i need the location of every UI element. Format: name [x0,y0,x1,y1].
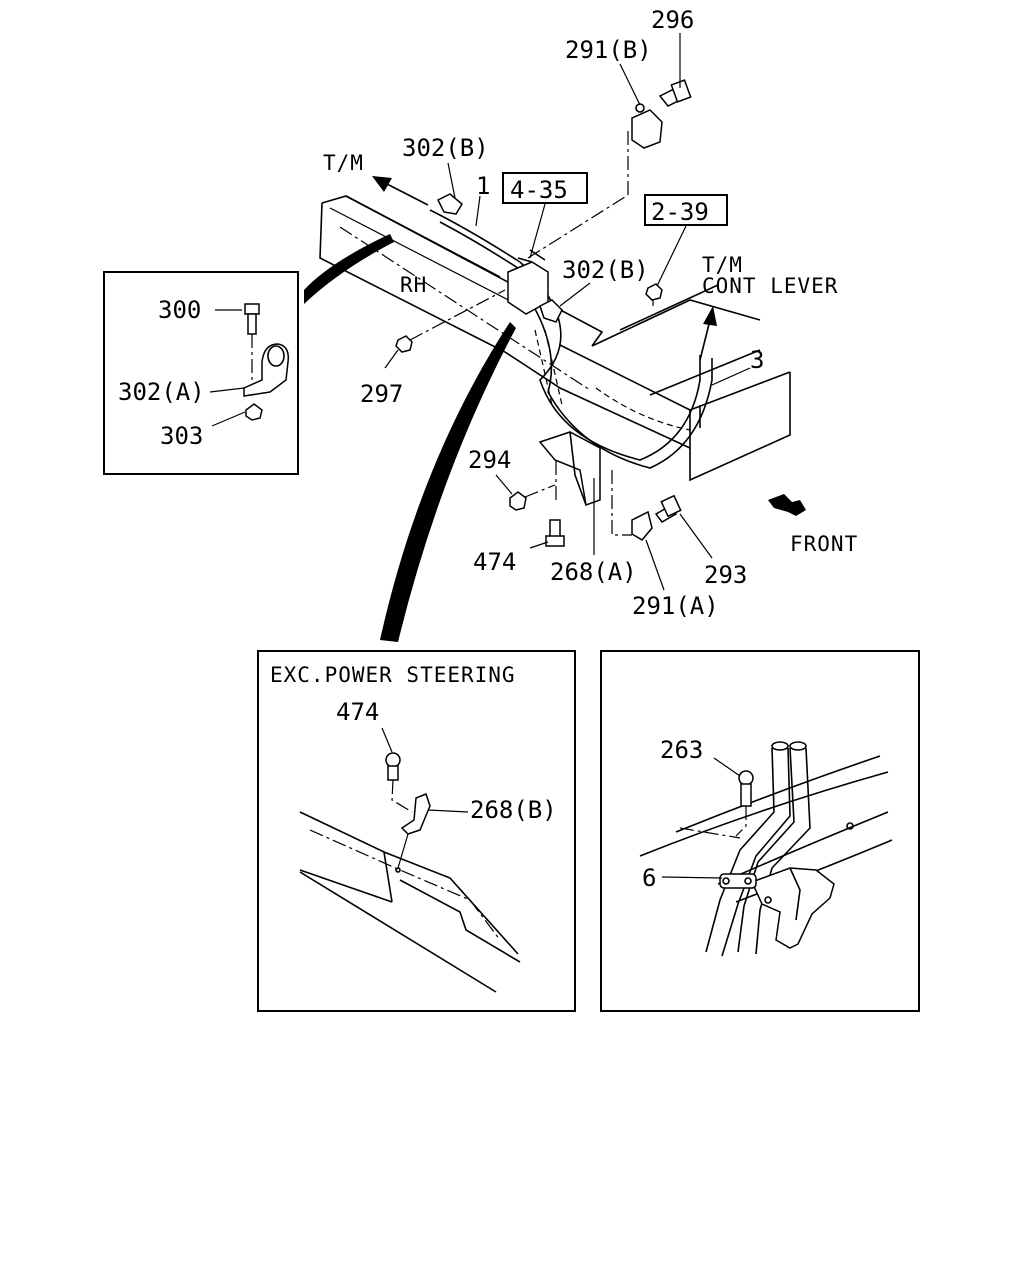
nut-2-39 [645,283,663,301]
callout-3: 3 [750,346,764,374]
bolt-474-inset [385,752,401,781]
label-tm-cont-1: T/M [702,253,743,277]
callout-6: 6 [642,864,656,892]
cable-bracket [507,249,549,315]
callout-302a: 302(A) [118,378,205,406]
label-rh: RH [400,273,427,297]
callout-291b: 291(B) [565,36,652,64]
callout-302b-top: 302(B) [402,134,489,162]
front-arrow [768,494,806,516]
nut-303 [245,403,263,421]
callout-291a: 291(A) [632,592,719,620]
callout-1: 1 [476,172,490,200]
bolt-263 [738,770,754,807]
clip-302b-top [436,193,463,215]
tm-cont-lever-arrow [699,306,717,361]
clip-291b [631,103,663,149]
center-lines [339,130,654,536]
clip-291a [631,510,653,541]
bolt-293 [654,494,682,523]
bracket-on-frame [750,867,835,949]
frame-rail [319,195,791,482]
clip-6 [719,873,757,889]
bracket-268b [400,793,431,835]
inset-tube-clip: 263 6 [600,650,920,1012]
callout-474-inset: 474 [336,698,379,726]
bolt-296 [658,79,692,107]
label-front: FRONT [790,532,858,556]
callout-297: 297 [360,380,403,408]
clip-302a [243,343,290,397]
tubes [705,741,811,957]
callout-263: 263 [660,736,703,764]
main-view: 296 291(B) 302(B) 1 4-35 2-39 302(B) T/M… [209,6,858,620]
callout-268b: 268(B) [470,796,557,824]
callout-296: 296 [651,6,694,34]
callout-293: 293 [704,561,747,589]
bolt-300 [244,303,260,315]
callout-302b-mid: 302(B) [562,256,649,284]
callout-303: 303 [160,422,203,450]
bracket-268a [538,431,601,507]
leader-lines [209,33,751,591]
inset-title: EXC.POWER STEERING [270,663,516,687]
tm-arrow [372,176,429,206]
control-cables [429,209,713,469]
ref-2-39: 2-39 [651,198,709,226]
nut-297 [395,335,413,353]
inset-clip-detail: 300 302(A) 303 [103,271,299,475]
zoom-wedge-left [304,234,394,304]
nut-294 [509,491,527,511]
clip-302b-mid [539,299,563,323]
callout-268a: 268(A) [550,558,637,586]
label-tm-cont-2: CONT LEVER [702,274,838,298]
bolt-474 [545,519,565,547]
ref-box-2-39 [644,194,728,226]
callout-474: 474 [473,548,516,576]
callout-294: 294 [468,446,511,474]
ref-4-35: 4-35 [510,176,568,204]
zoom-wedge-bottom [380,322,516,642]
callout-300: 300 [158,296,201,324]
ref-box-4-35 [502,172,588,204]
inset-exc-power-steering: EXC.POWER STEERING 474 268(B) [257,650,576,1012]
label-tm: T/M [323,151,364,175]
